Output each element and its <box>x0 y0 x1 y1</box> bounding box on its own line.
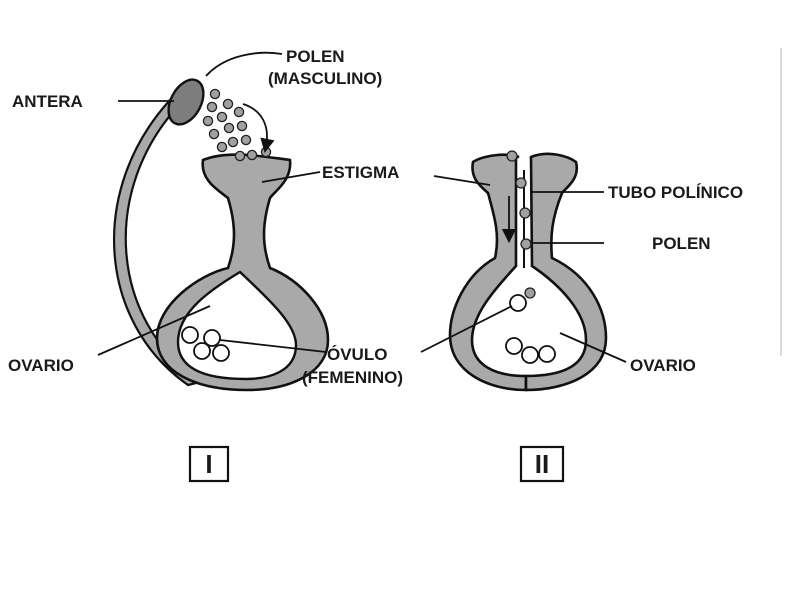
pollen-grain <box>520 238 532 250</box>
pollen-grain <box>506 150 518 162</box>
pollen-grain <box>206 101 218 113</box>
panel-2-box: II <box>519 445 565 483</box>
panel-1-label: I <box>205 449 212 479</box>
pollen-grain <box>515 177 527 189</box>
label-ovario-left: OVARIO <box>8 356 74 375</box>
ovule <box>521 346 539 364</box>
panel-2-flower <box>448 150 608 392</box>
filament <box>112 98 203 387</box>
ovule <box>212 344 230 362</box>
pollen-grain <box>223 122 235 134</box>
ovario-leader-1 <box>97 305 211 356</box>
estigma-leader-2 <box>433 175 491 186</box>
label-femenino: (FEMENINO) <box>302 368 403 387</box>
pollen-grain <box>240 134 252 146</box>
label-estigma: ESTIGMA <box>322 163 399 182</box>
pollen-grain <box>233 106 245 118</box>
pollen-fall-arrow <box>242 103 275 154</box>
panel-1-flower <box>112 51 330 392</box>
panel-2-label: II <box>535 449 549 479</box>
ovulo-leader-1 <box>219 339 327 353</box>
pollen-grain <box>519 207 531 219</box>
pollen-grain <box>227 136 239 148</box>
ovule <box>509 294 527 312</box>
pollen-grain <box>216 111 228 123</box>
pistil-2-left <box>448 153 528 392</box>
ovule <box>193 342 211 360</box>
pistil-2-right <box>524 152 608 392</box>
label-masculino: (MASCULINO) <box>268 69 382 88</box>
label-antera: ANTERA <box>12 92 83 111</box>
label-ovario-right: OVARIO <box>630 356 696 375</box>
ovule <box>538 345 556 363</box>
ovule <box>181 326 199 344</box>
pollen-grain <box>260 146 272 158</box>
ovario-leader-2 <box>559 332 627 363</box>
pollen-grain <box>236 120 248 132</box>
panel-1-box: I <box>188 445 230 483</box>
label-polen-right: POLEN <box>652 234 711 253</box>
pollen-grain <box>246 149 258 161</box>
anther <box>167 78 205 126</box>
label-polen-top: POLEN <box>286 47 345 66</box>
pollen-grain <box>202 115 214 127</box>
pollen-grains-1 <box>202 88 272 162</box>
estigma-leader-1 <box>261 171 321 183</box>
label-ovulo: ÓVULO <box>327 345 387 364</box>
ovules-1 <box>181 326 230 362</box>
ovule <box>203 329 221 347</box>
polen-leader-1 <box>205 51 283 77</box>
pollen-grain <box>234 150 246 162</box>
pollen-grain <box>524 287 536 299</box>
pollen-grain <box>222 98 234 110</box>
label-tubo-polinico: TUBO POLÍNICO <box>608 183 743 202</box>
pollen-grain <box>216 141 228 153</box>
ovulo-leader-2 <box>420 305 513 353</box>
pollen-grain <box>209 88 221 100</box>
pollen-grain <box>208 128 220 140</box>
ovule <box>505 337 523 355</box>
